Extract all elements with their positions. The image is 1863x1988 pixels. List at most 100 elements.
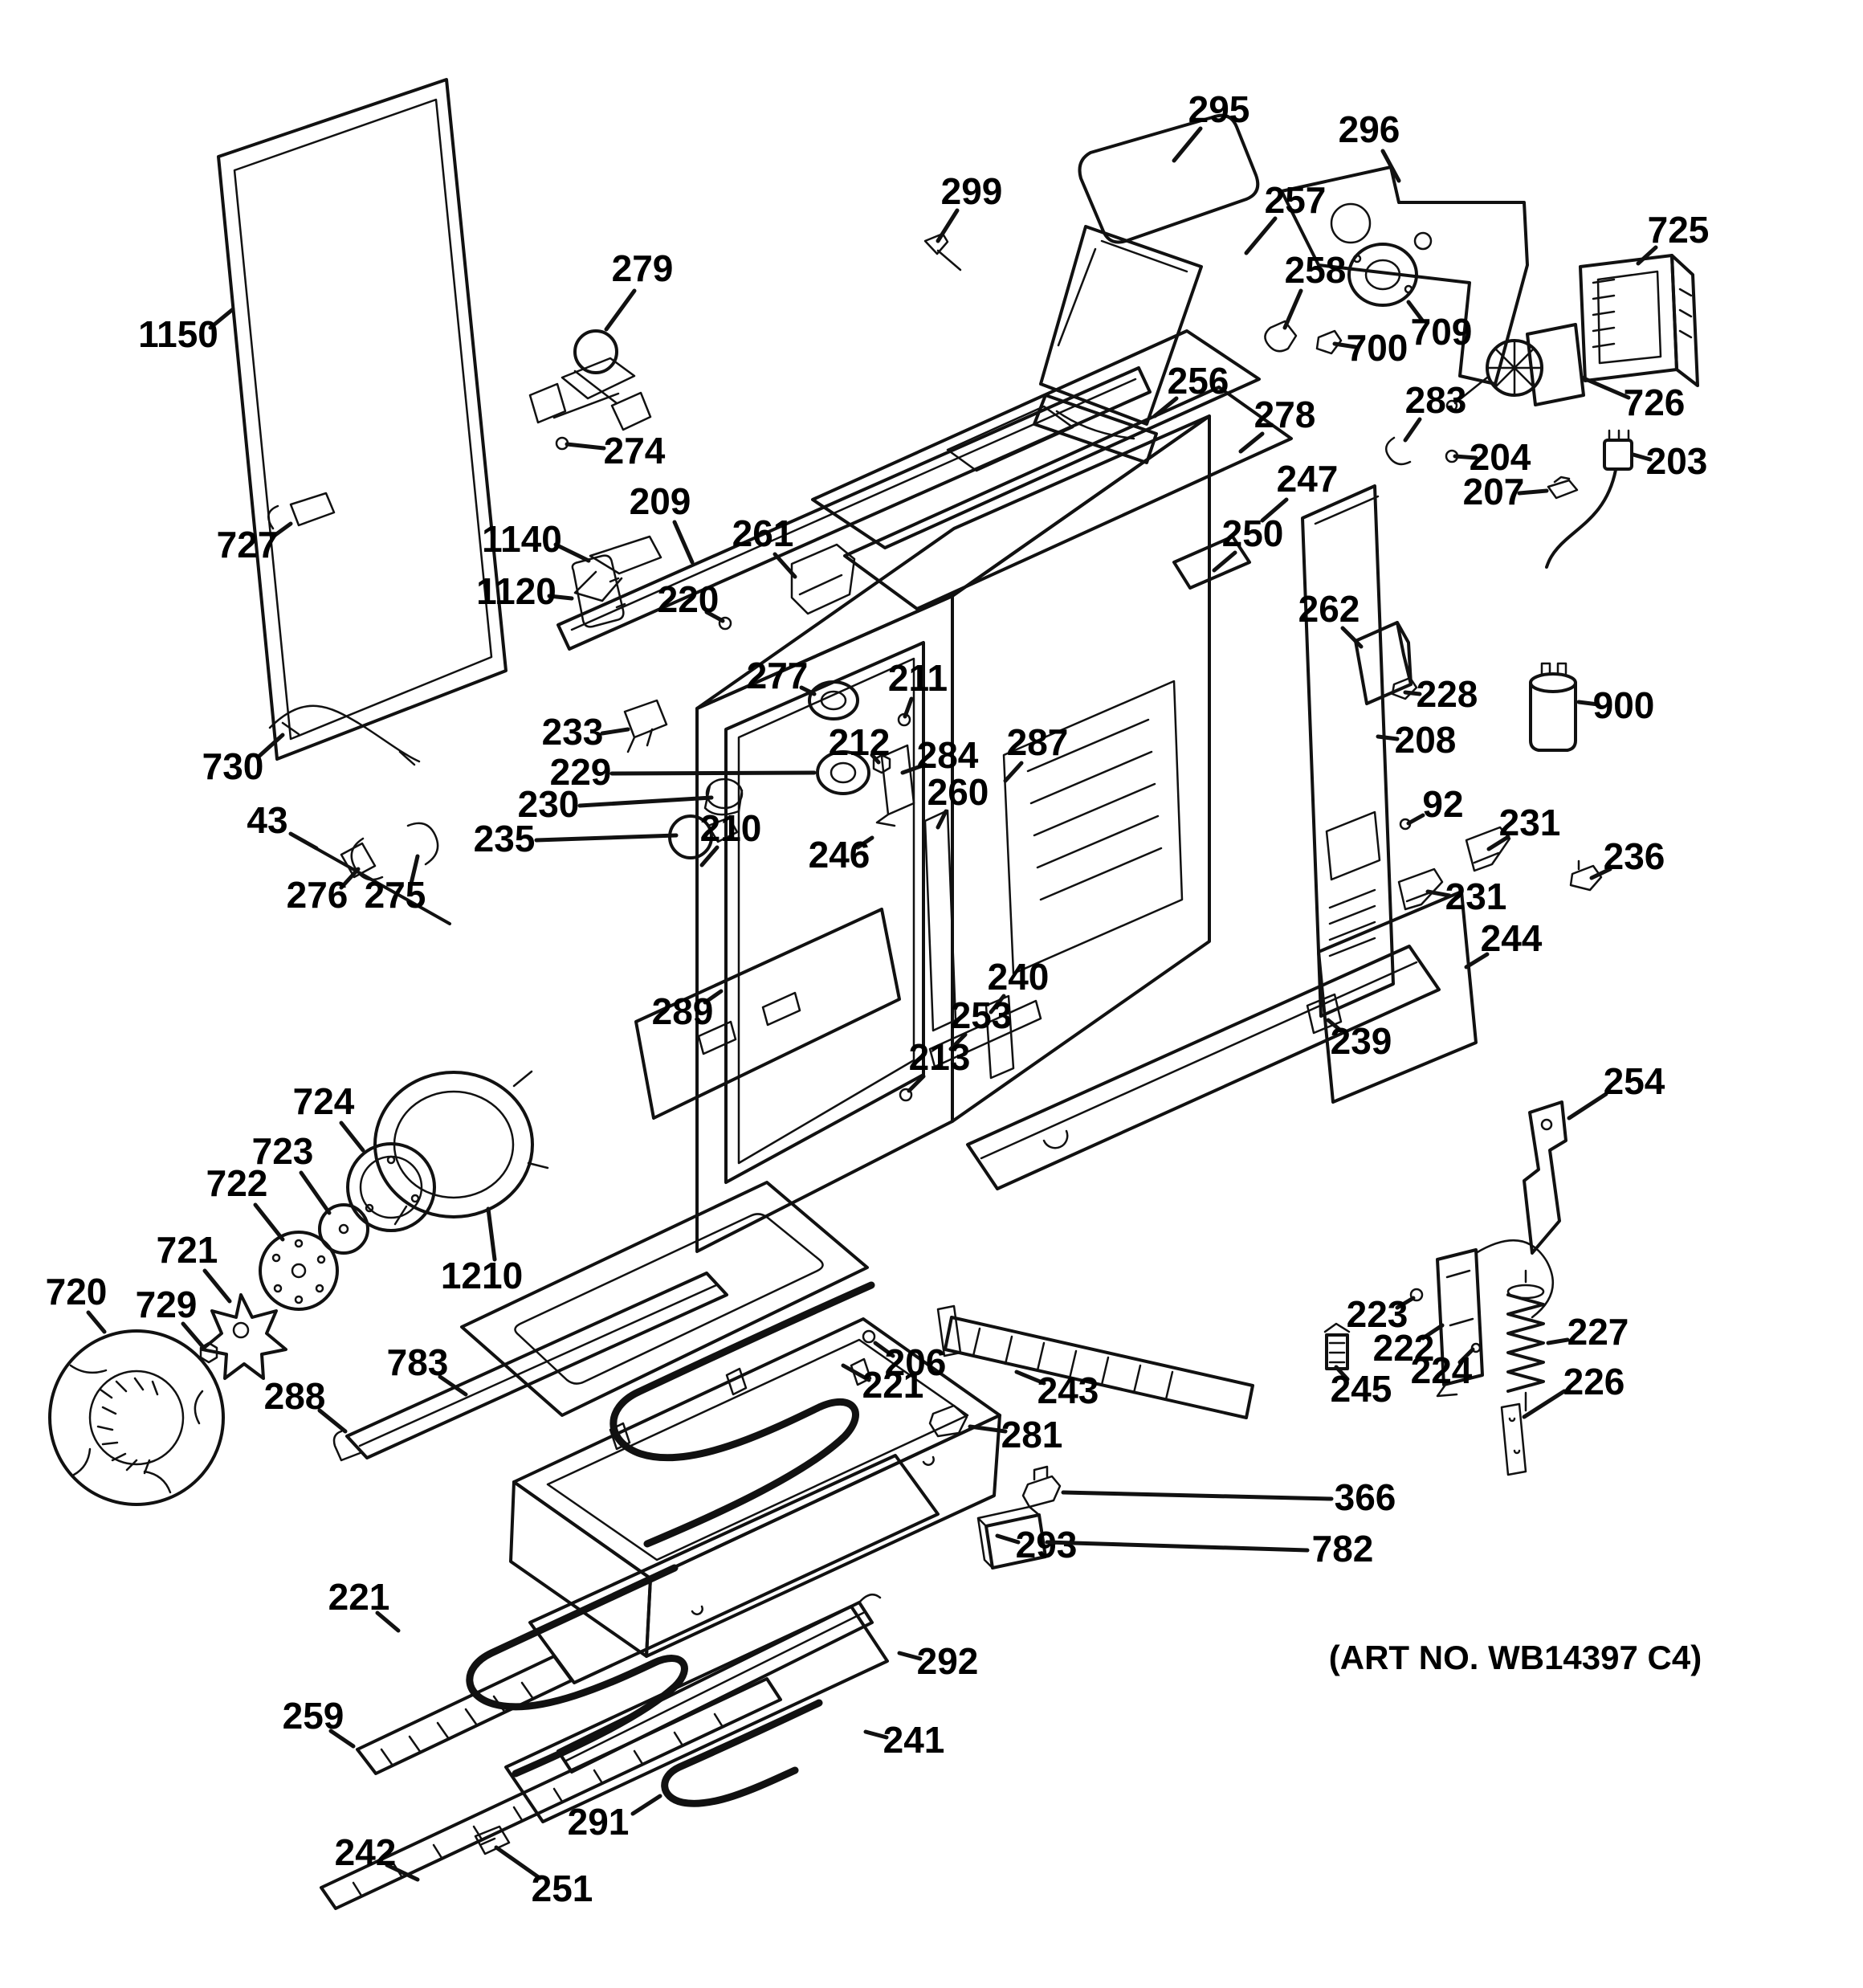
leader-line-274	[565, 442, 606, 451]
callout-226: 226	[1522, 1361, 1625, 1419]
part-label-208: 208	[1395, 719, 1457, 761]
part-label-206: 206	[885, 1341, 947, 1383]
wire-connector	[1545, 429, 1633, 569]
leader-line-251	[494, 1845, 542, 1880]
leader-line-1120	[547, 594, 574, 601]
clip-236	[1569, 859, 1603, 892]
spacer-1140	[573, 535, 662, 602]
nut-212	[872, 753, 891, 774]
callout-295: 295	[1172, 88, 1249, 163]
callout-262: 262	[1298, 588, 1364, 649]
leader-line-729	[181, 1321, 205, 1349]
callout-240: 240	[988, 956, 1049, 1014]
leader-line-203	[1631, 452, 1653, 462]
leader-line-244	[1464, 952, 1490, 970]
leader-line-240	[989, 994, 1006, 1014]
fan-nut-729	[199, 1341, 218, 1364]
bake-element-upper	[609, 1281, 875, 1548]
callout-254: 254	[1567, 1060, 1665, 1121]
callout-223: 223	[1347, 1293, 1416, 1335]
callout-231: 231	[1425, 876, 1507, 917]
callout-210: 210	[699, 807, 762, 867]
callout-281: 281	[968, 1414, 1062, 1455]
leader-line-277	[799, 685, 817, 696]
leader-line-259	[328, 1729, 356, 1749]
part-label-244: 244	[1481, 917, 1543, 959]
leader-line-208	[1376, 734, 1400, 741]
part-label-220: 220	[658, 578, 720, 620]
callout-204: 204	[1453, 436, 1531, 478]
part-label-210: 210	[700, 807, 762, 849]
door-glass-panel	[217, 78, 508, 761]
part-label-366: 366	[1335, 1476, 1396, 1518]
leader-line-243	[1014, 1370, 1046, 1386]
lamp-ring-229	[816, 750, 870, 795]
part-label-261: 261	[732, 512, 794, 554]
capacitor-900	[1529, 662, 1577, 752]
leader-line-291	[630, 1794, 662, 1816]
part-label-275: 275	[365, 874, 426, 916]
callout-245: 245	[1331, 1365, 1392, 1410]
screw-206	[862, 1329, 876, 1344]
callout-725: 725	[1636, 209, 1709, 266]
part-label-783: 783	[387, 1341, 449, 1383]
callout-721: 721	[157, 1229, 232, 1304]
part-label-204: 204	[1470, 436, 1531, 478]
leader-line-727	[271, 521, 293, 539]
part-label-251: 251	[532, 1868, 593, 1909]
part-label-245: 245	[1331, 1368, 1392, 1410]
vent-box	[1579, 254, 1699, 387]
grommet-ring	[1347, 243, 1418, 307]
bracket-231-upper	[1465, 826, 1511, 872]
leader-line-209	[672, 520, 695, 565]
leader-line-235	[534, 833, 679, 843]
part-label-231: 231	[1445, 876, 1507, 917]
top-side-rail	[556, 366, 1152, 651]
part-label-722: 722	[206, 1162, 268, 1204]
leader-line-709	[1406, 300, 1425, 324]
part-label-782: 782	[1312, 1528, 1374, 1570]
screw-223	[1409, 1288, 1424, 1302]
part-label-277: 277	[747, 655, 809, 696]
latch-222	[1436, 1239, 1554, 1398]
leader-line-239	[1326, 1018, 1345, 1035]
callout-720: 720	[46, 1271, 107, 1334]
fan-disc-723	[318, 1203, 369, 1255]
part-label-231: 231	[1499, 802, 1561, 843]
part-label-211: 211	[888, 657, 948, 699]
leader-line-725	[1636, 245, 1658, 266]
leader-line-213	[907, 1074, 926, 1093]
part-label-235: 235	[474, 818, 536, 859]
leader-line-275	[409, 854, 420, 886]
screw-220	[718, 616, 732, 631]
side-panel-208	[1301, 484, 1395, 1018]
leader-line-279	[604, 288, 637, 332]
leader-line-289	[703, 989, 724, 1005]
part-label-239: 239	[1331, 1020, 1392, 1062]
callout-1150: 1150	[138, 307, 235, 355]
igniter-wire-730	[268, 704, 421, 766]
part-label-253: 253	[951, 994, 1013, 1036]
door-latch-assembly	[528, 329, 652, 431]
leader-line-242	[385, 1863, 420, 1882]
callout-900: 900	[1576, 684, 1654, 726]
part-label-259: 259	[283, 1695, 344, 1737]
leader-line-726	[1580, 375, 1631, 400]
drawer-panel-292	[528, 1454, 940, 1684]
callout-221: 221	[841, 1363, 923, 1406]
leader-line-724	[339, 1121, 365, 1153]
leader-line-253	[948, 1032, 968, 1051]
part-label-292: 292	[917, 1640, 979, 1682]
callout-43: 43	[247, 799, 319, 851]
fan-ring-724	[346, 1142, 436, 1232]
part-label-226: 226	[1563, 1361, 1625, 1402]
callout-203: 203	[1631, 440, 1707, 482]
callout-243: 243	[1014, 1370, 1099, 1411]
callout-244: 244	[1464, 917, 1543, 970]
lower-panel-244	[1317, 890, 1478, 1104]
leader-line-222	[1421, 1323, 1445, 1341]
part-label-721: 721	[157, 1229, 218, 1271]
leader-line-299	[936, 208, 960, 243]
leader-line-284	[900, 762, 927, 775]
part-label-283: 283	[1405, 379, 1467, 421]
